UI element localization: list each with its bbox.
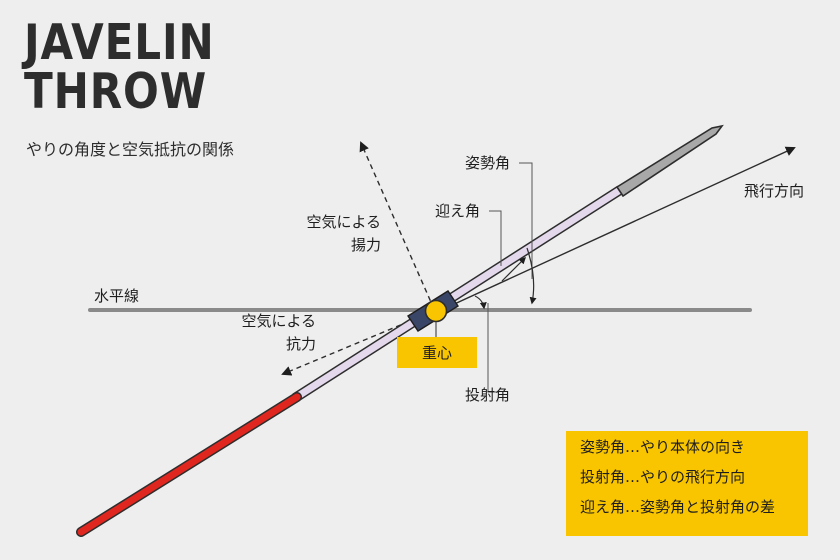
drag-label-line-2: 抗力 bbox=[286, 335, 316, 353]
attitude-angle-label: 姿勢角 bbox=[465, 154, 510, 172]
legend-item-launch: 投射角…やりの飛行方向 bbox=[580, 468, 746, 486]
javelin-tail-fill bbox=[77, 393, 301, 536]
center-of-gravity-label: 重心 bbox=[422, 344, 452, 362]
javelin-shaft-fill bbox=[293, 187, 622, 401]
launch-angle-arc bbox=[474, 295, 487, 310]
lift-label-line-2: 揚力 bbox=[351, 236, 381, 254]
page-title: JAVELIN THROW bbox=[24, 18, 215, 116]
legend-item-attack: 迎え角…姿勢角と投射角の差 bbox=[580, 498, 776, 516]
drag-label-line-1: 空気による bbox=[241, 312, 316, 330]
lift-label-line-1: 空気による bbox=[306, 213, 381, 231]
legend-item-attitude: 姿勢角…やり本体の向き bbox=[580, 438, 746, 456]
legend-box: 姿勢角…やり本体の向き 投射角…やりの飛行方向 迎え角…姿勢角と投射角の差 bbox=[566, 431, 808, 536]
horizon-label: 水平線 bbox=[94, 287, 139, 305]
lift-arrow bbox=[359, 141, 435, 310]
javelin-tip bbox=[615, 124, 724, 198]
title-line-1: JAVELIN bbox=[24, 14, 215, 71]
center-of-gravity-label-box bbox=[397, 337, 477, 368]
attack-angle-arc bbox=[501, 257, 526, 282]
attitude-angle-leader bbox=[519, 162, 533, 279]
launch-angle-leader bbox=[487, 303, 499, 393]
title-line-2: THROW bbox=[24, 63, 208, 120]
attack-angle-leader bbox=[489, 210, 502, 266]
launch-angle-label: 投射角 bbox=[465, 386, 510, 404]
center-of-gravity-dot bbox=[424, 299, 448, 323]
attitude-angle-arc bbox=[526, 247, 537, 305]
subtitle: やりの角度と空気抵抗の関係 bbox=[26, 140, 235, 159]
attack-angle-label: 迎え角 bbox=[435, 202, 480, 220]
flight-direction-label: 飛行方向 bbox=[744, 182, 804, 200]
flight-direction-arrow bbox=[436, 146, 796, 313]
